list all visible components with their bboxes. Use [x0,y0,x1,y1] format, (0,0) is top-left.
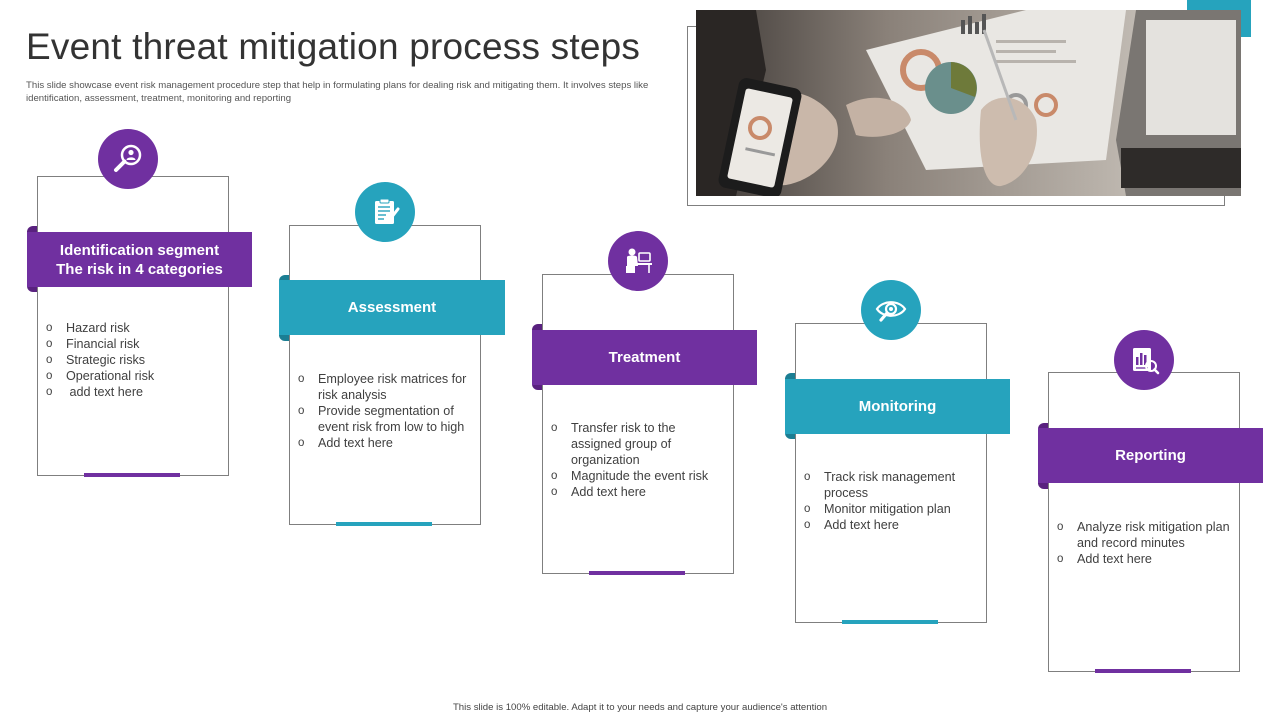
bullet-item: Magnitude the event risk [551,468,729,484]
step-bullets-identification: Hazard risk Financial risk Strategic ris… [46,320,221,400]
bullet-item: Hazard risk [46,320,221,336]
step-heading-reporting: Reporting [1038,428,1263,483]
step-circle-assessment [355,182,415,242]
bullet-item: Employee risk matrices for risk analysis [298,371,473,403]
slide-footer: This slide is 100% editable. Adapt it to… [452,702,828,713]
step-circle-monitoring [861,280,921,340]
slide-subtitle: This slide showcase event risk managemen… [26,80,649,104]
step-heading-identification: Identification segment The risk in 4 cat… [27,232,252,287]
step-heading-line2: The risk in 4 categories [56,260,223,278]
bullet-item: Transfer risk to the assigned group of o… [551,420,729,468]
bullet-item: Monitor mitigation plan [804,501,982,517]
step-bullets-monitoring: Track risk management process Monitor mi… [804,469,982,533]
step-circle-treatment [608,231,668,291]
step-heading-line1: Identification segment [59,241,220,259]
card-accent-bar [589,571,685,575]
step-bullets-treatment: Transfer risk to the assigned group of o… [551,420,729,500]
step-heading-treatment: Treatment [532,330,757,385]
bullet-item: Add text here [1057,551,1235,567]
step-heading-assessment: Assessment [279,280,505,335]
bullet-item: Track risk management process [804,469,982,501]
card-accent-bar [842,620,938,624]
bullet-item: Add text here [804,517,982,533]
report-chart-icon [1133,348,1160,375]
step-heading-monitoring: Monitoring [785,379,1010,434]
dashboard-photo-illustration [696,10,1241,196]
bullet-item: Add text here [551,484,729,500]
card-accent-bar [1095,669,1191,673]
person-at-desk-icon [626,248,652,273]
bullet-item: Operational risk [46,368,221,384]
bullet-item: Strategic risks [46,352,221,368]
dashboard-photo [696,10,1241,196]
bullet-item: Add text here [298,435,473,451]
step-circle-identification [98,129,158,189]
bullet-item: Provide segmentation of event risk from … [298,403,473,435]
bullet-item: Financial risk [46,336,221,352]
clipboard-pencil-icon [375,198,400,224]
search-person-icon [114,144,142,172]
card-accent-bar [84,473,180,477]
bullet-item: add text here [46,384,221,400]
step-bullets-reporting: Analyze risk mitigation plan and record … [1057,519,1235,567]
card-accent-bar [336,522,432,526]
step-circle-reporting [1114,330,1174,390]
eye-magnifier-icon [875,301,907,322]
bullet-item: Analyze risk mitigation plan and record … [1057,519,1235,551]
slide-title: Event threat mitigation process steps [26,26,641,67]
step-bullets-assessment: Employee risk matrices for risk analysis… [298,371,473,451]
